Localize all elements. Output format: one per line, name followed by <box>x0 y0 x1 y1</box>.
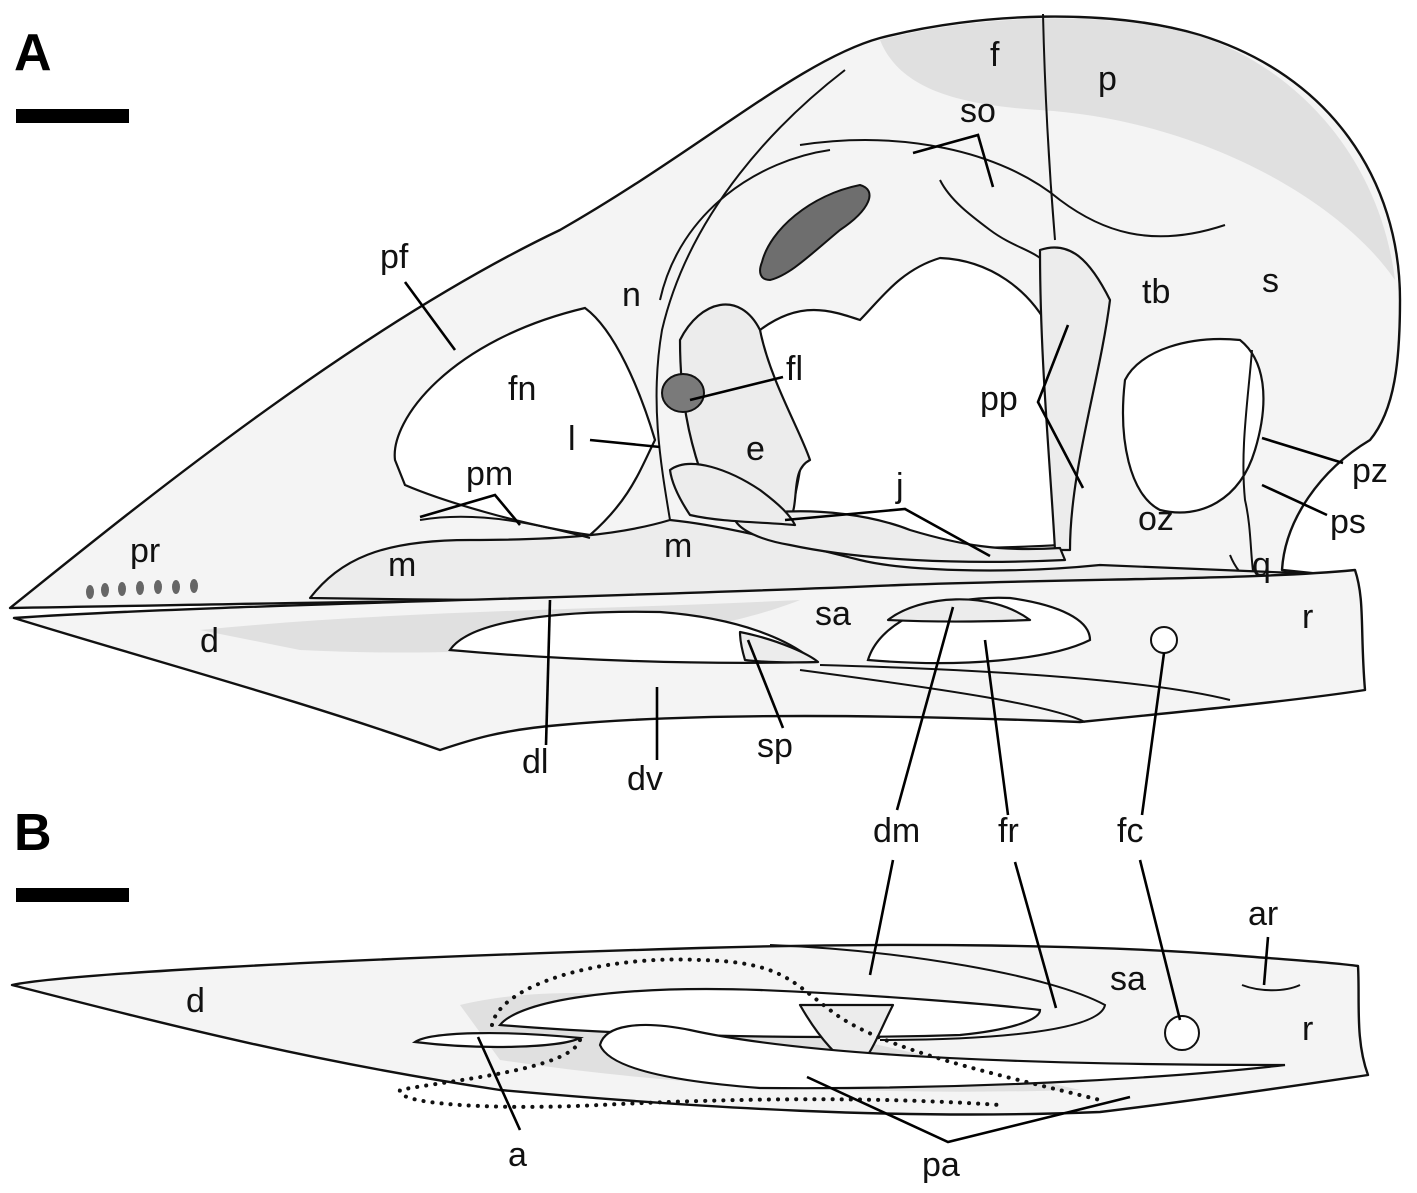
label-ps: ps <box>1330 503 1366 541</box>
hatched-fossa <box>759 183 871 282</box>
label-r-b: r <box>1302 1010 1313 1048</box>
label-sa-b: sa <box>1110 960 1146 998</box>
label-fc: fc <box>1117 812 1143 850</box>
label-d-b: d <box>186 982 205 1020</box>
label-dv: dv <box>627 760 663 798</box>
label-l: l <box>568 420 576 458</box>
label-m-2: m <box>664 527 692 565</box>
dotted-outline-upper <box>490 957 1102 1102</box>
mandible-drawing <box>10 943 1370 1116</box>
label-fn: fn <box>508 370 536 408</box>
label-ar: ar <box>1248 895 1278 933</box>
label-m-1: m <box>388 546 416 584</box>
frontal-shade <box>880 18 1395 280</box>
label-s: s <box>1262 262 1279 300</box>
label-sp: sp <box>757 727 793 765</box>
label-pz: pz <box>1352 452 1388 490</box>
skull-drawing <box>8 13 1402 752</box>
label-r-a: r <box>1302 598 1313 636</box>
label-so: so <box>960 92 996 130</box>
mandibular-fenestra-a[interactable] <box>448 610 818 664</box>
external-naris[interactable] <box>393 306 657 537</box>
scale-bar-a <box>16 109 129 123</box>
label-pp: pp <box>980 380 1018 418</box>
label-pr: pr <box>130 532 160 570</box>
label-f: f <box>990 36 1000 74</box>
labels: f p so pf n tb s fn fl pp pz l e pm j ps… <box>130 36 1388 1184</box>
label-sa-a: sa <box>815 595 851 633</box>
panel-label-a: A <box>14 24 52 82</box>
label-tb: tb <box>1142 273 1170 311</box>
label-dl: dl <box>522 743 548 781</box>
label-a: a <box>508 1136 527 1174</box>
medial-fenestra-lower[interactable] <box>598 1023 1286 1090</box>
panel-label-b: B <box>14 804 52 862</box>
foramen-fc-b <box>1164 1015 1200 1051</box>
label-q: q <box>1252 546 1271 584</box>
label-fr: fr <box>998 812 1019 850</box>
label-e: e <box>746 430 765 468</box>
label-fl: fl <box>786 350 803 388</box>
dotted-outline-lower <box>398 1038 1002 1109</box>
label-pm: pm <box>466 455 513 493</box>
label-dm: dm <box>873 812 920 850</box>
label-pf: pf <box>380 238 409 276</box>
label-p: p <box>1098 60 1117 98</box>
leader-lines <box>403 133 1344 1144</box>
zygomatic-opening[interactable] <box>1122 338 1265 514</box>
label-d-a: d <box>200 622 219 660</box>
scale-bar-b <box>16 888 129 902</box>
lacrimal-foramen <box>661 373 705 413</box>
label-j: j <box>895 467 904 505</box>
label-oz: oz <box>1138 500 1174 538</box>
label-pa: pa <box>922 1146 960 1184</box>
foramen-fc-a <box>1150 626 1178 654</box>
label-n: n <box>622 276 641 314</box>
